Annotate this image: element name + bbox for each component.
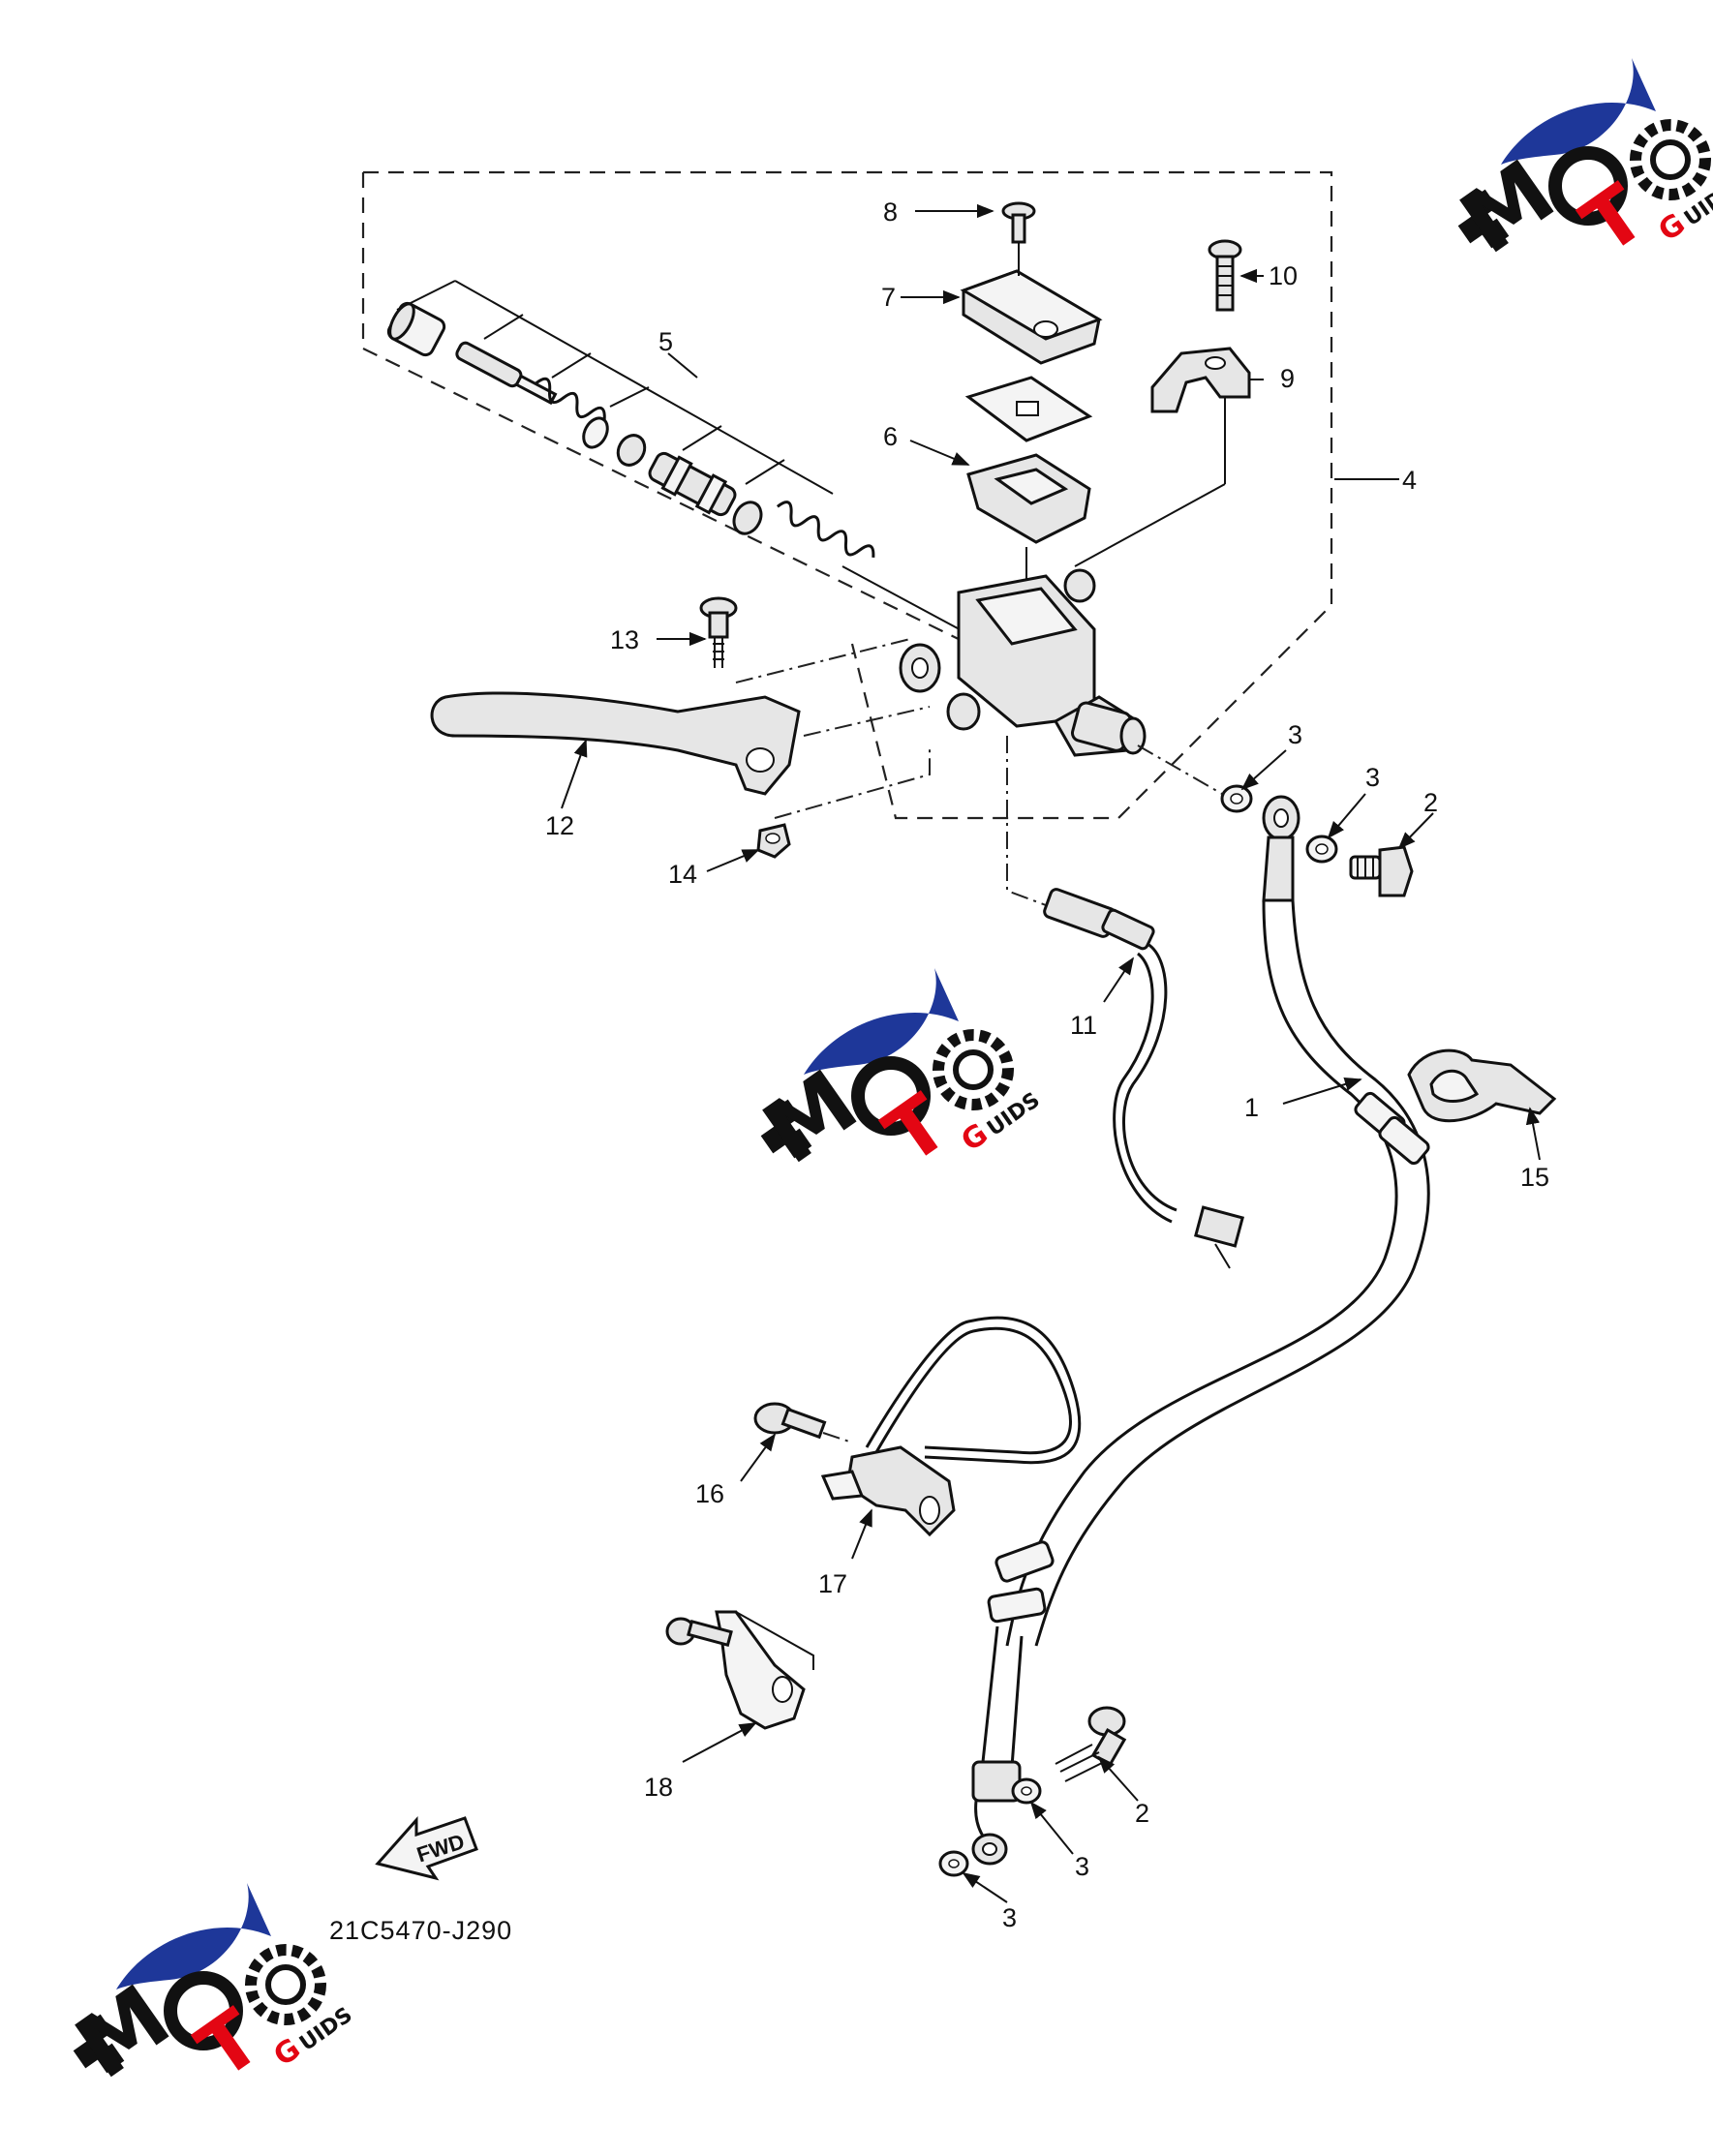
washer-3-b <box>1305 835 1338 864</box>
label-part-11: 11 <box>1070 1011 1097 1040</box>
label-part-12: 12 <box>545 811 574 840</box>
guide-17 <box>820 1316 1082 1537</box>
brake-lever-12 <box>430 691 801 796</box>
washer-3-c <box>1011 1777 1042 1805</box>
label-part-15: 15 <box>1520 1163 1549 1192</box>
label-part-6: 6 <box>883 422 898 451</box>
plate <box>964 376 1093 442</box>
fwd-arrow: FWD <box>375 1816 478 1881</box>
assembly-boundary <box>361 170 1333 820</box>
bolt-16 <box>753 1402 853 1443</box>
washer-3-a <box>1137 744 1253 813</box>
banjo-bolt-2-lower <box>1055 1706 1127 1782</box>
label-part-16: 16 <box>695 1479 724 1508</box>
part-labels: 1 2 2 3 3 3 3 4 5 6 7 8 9 10 11 12 13 14… <box>545 197 1549 1932</box>
label-part-17: 17 <box>818 1569 847 1598</box>
label-part-1: 1 <box>1244 1093 1259 1122</box>
drawing-code: 21C5470-J290 <box>329 1916 512 1945</box>
label-part-5: 5 <box>658 327 673 356</box>
bolt-10 <box>1208 239 1242 312</box>
label-part-3-c: 3 <box>1075 1852 1089 1881</box>
label-part-3-a: 3 <box>1288 720 1302 749</box>
cap-7 <box>960 269 1103 365</box>
diaphragm-6 <box>966 453 1091 581</box>
label-part-18: 18 <box>644 1773 673 1802</box>
lever-pivot-line <box>803 706 931 737</box>
label-part-3-b: 3 <box>1365 763 1380 792</box>
label-part-14: 14 <box>668 860 697 889</box>
washer-3-d <box>938 1850 969 1877</box>
banjo-bolt-2-upper <box>1349 845 1414 897</box>
label-part-7: 7 <box>881 283 896 312</box>
watermark-logo-center <box>746 968 1044 1184</box>
label-part-8: 8 <box>883 197 898 227</box>
label-part-2-lower: 2 <box>1135 1799 1149 1828</box>
screw-8 <box>1001 201 1036 276</box>
brake-switch-11 <box>1006 736 1245 1269</box>
watermark-logo-bottom-left <box>58 1883 356 2099</box>
piston-kit <box>386 280 969 635</box>
bolt-13 <box>699 596 911 683</box>
watermark-logo-top-right <box>1443 58 1713 274</box>
master-cylinder-body <box>899 568 1147 757</box>
label-part-9: 9 <box>1280 364 1295 393</box>
nut-14 <box>756 745 931 859</box>
label-part-4: 4 <box>1402 466 1417 495</box>
label-part-10: 10 <box>1269 261 1298 290</box>
label-part-3-d: 3 <box>1002 1903 1017 1932</box>
label-part-2-upper: 2 <box>1423 788 1438 817</box>
brake-hose-1 <box>971 795 1430 1866</box>
holder-9 <box>1074 347 1251 567</box>
bracket-18 <box>665 1610 814 1730</box>
leader-lines <box>561 203 1541 1903</box>
label-part-13: 13 <box>610 625 639 654</box>
clamp-15 <box>1407 1048 1557 1123</box>
